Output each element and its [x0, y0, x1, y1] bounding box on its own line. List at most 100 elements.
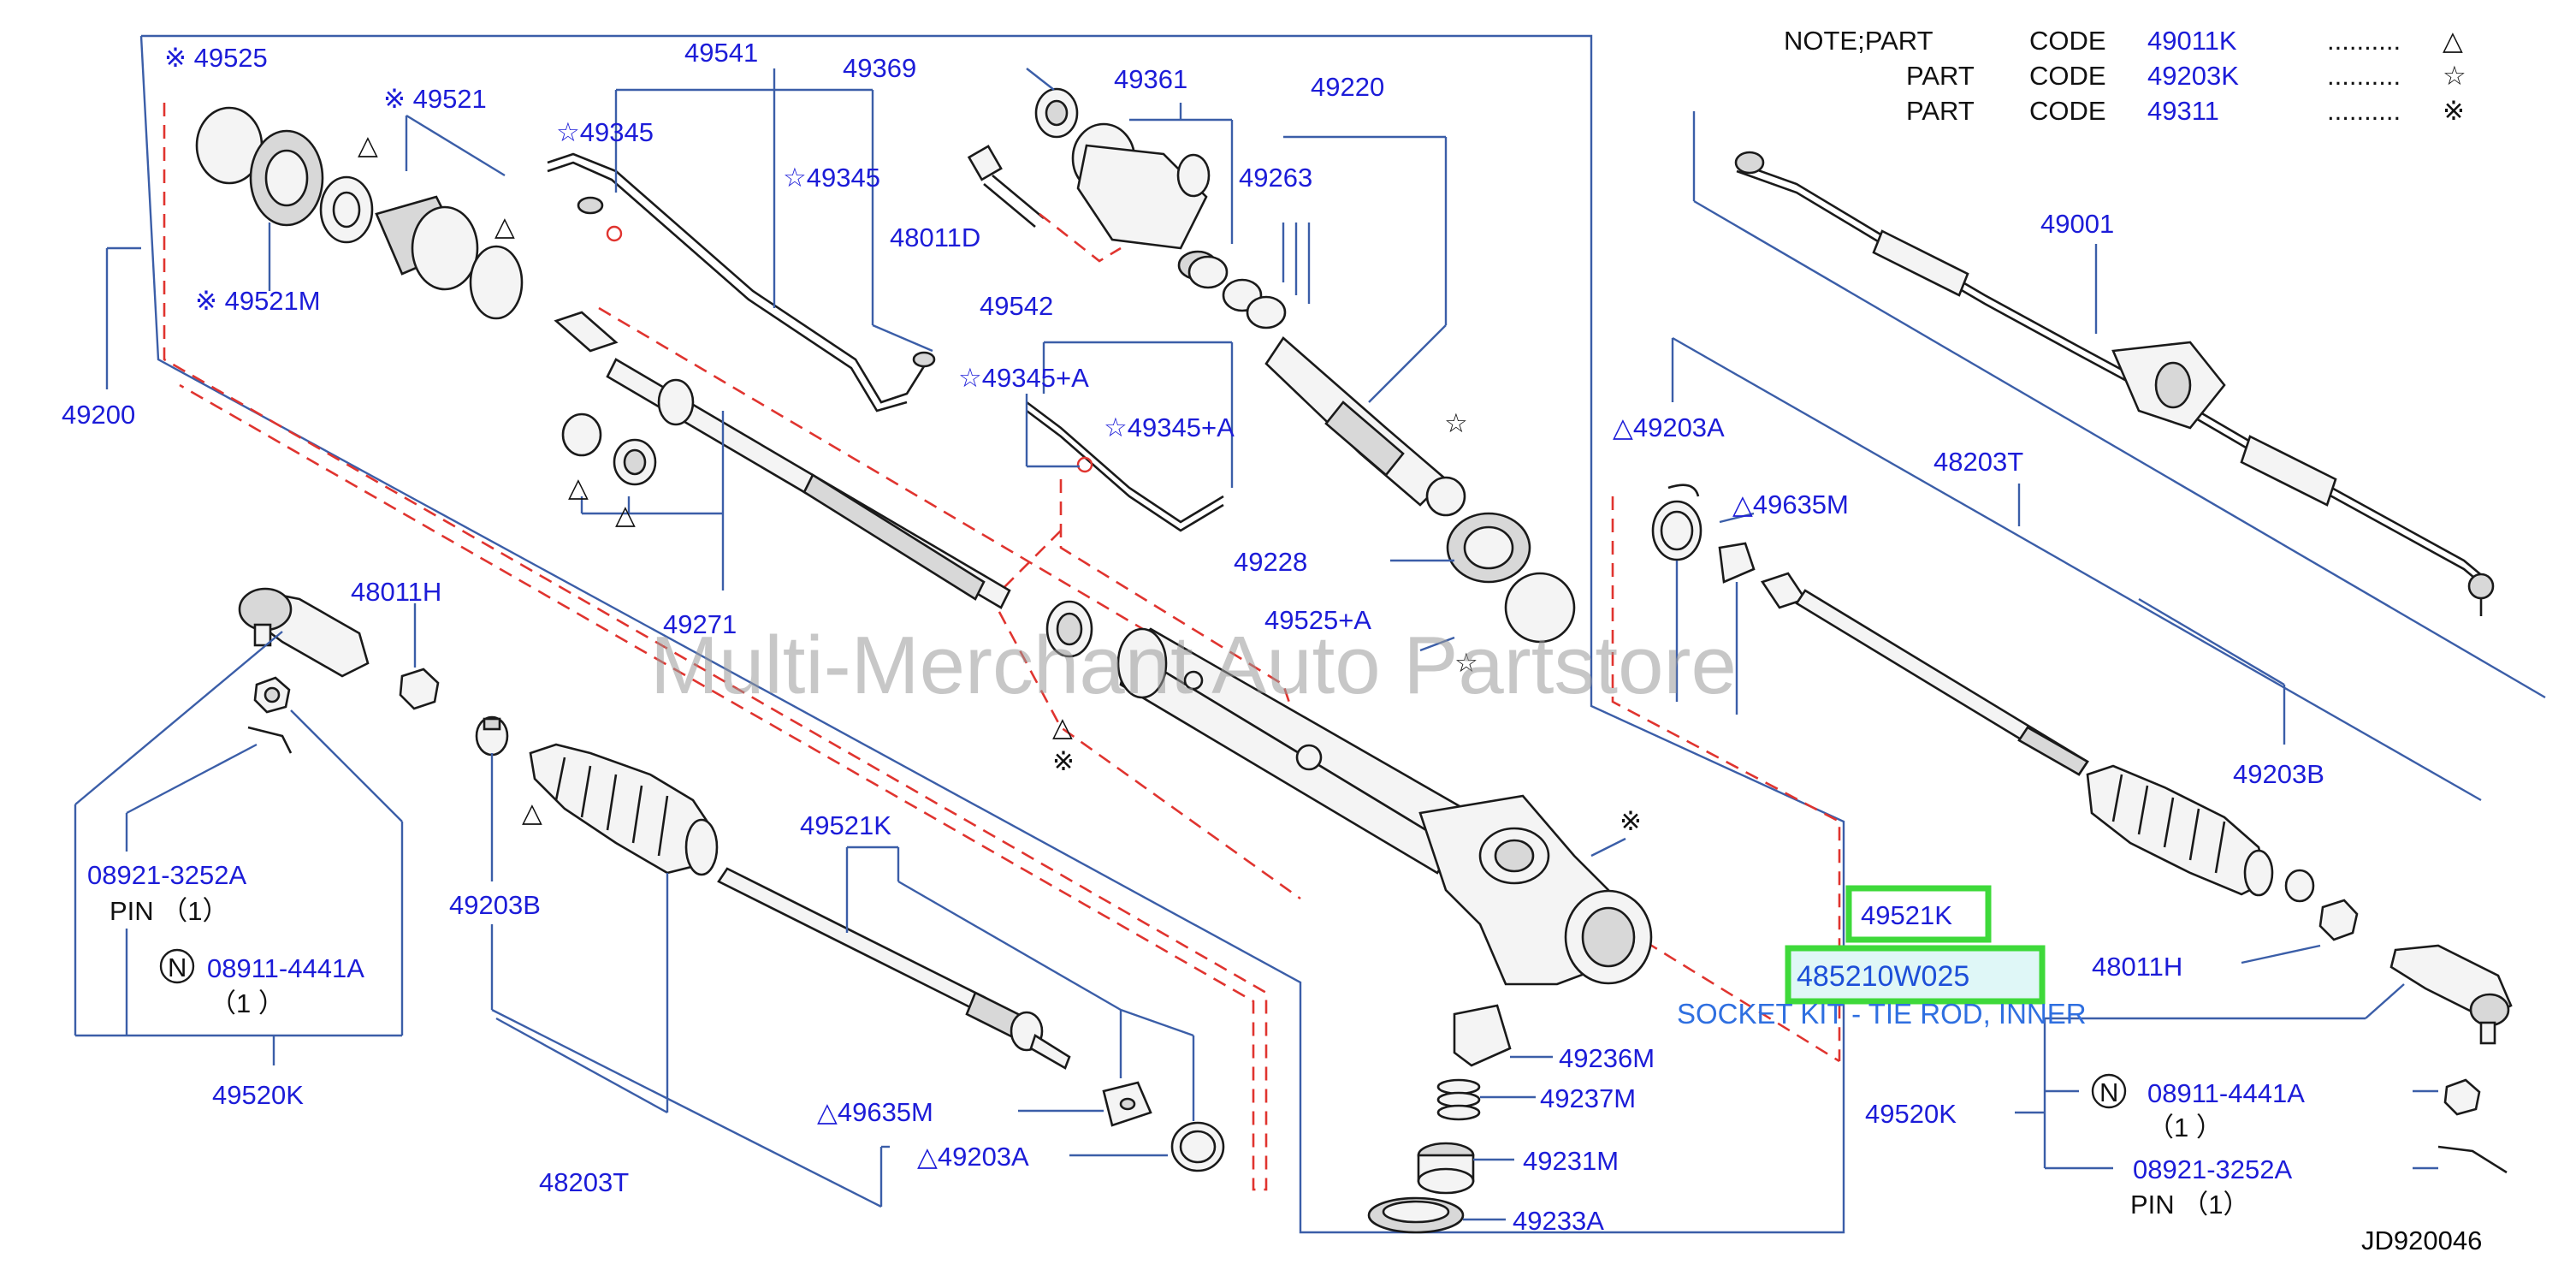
note-1-code: 49203K — [2147, 61, 2239, 91]
frame-48203t-r — [1672, 336, 2482, 802]
label-49521k-left: 49521K — [800, 810, 891, 840]
part-49220-pinion — [1264, 336, 1448, 507]
part-49521k-inner-tierod-left — [717, 867, 1071, 1070]
part-49521k-inner-tierod-right — [1760, 572, 2089, 776]
triangle-49521: △ — [358, 130, 378, 160]
label-49369: 49369 — [843, 53, 916, 83]
leader-kome-housing — [1590, 837, 1626, 858]
label-qty-left: （1 ） — [210, 988, 285, 1018]
note-2-symbol: ※ — [2443, 96, 2465, 126]
leader-48011h-r — [2241, 944, 2321, 964]
label-49520k-right: 49520K — [1865, 1099, 1957, 1129]
label-49345a-1: ☆49345+A — [958, 363, 1089, 393]
label-48011h-left: 48011H — [351, 577, 441, 607]
part-49521-bushing — [319, 175, 524, 320]
note-block: NOTE;PART CODE 49011K .......... △ PART … — [1784, 26, 2466, 126]
star-49525a: ☆ — [1454, 648, 1478, 678]
label-49345-a: ☆49345 — [556, 117, 654, 147]
leader-49525a — [1419, 636, 1455, 652]
pipe-49542 — [1026, 401, 1224, 524]
n-letter-right: N — [2099, 1077, 2118, 1107]
triangle-housing: △ — [1052, 712, 1073, 742]
label-08921-left: 08921-3252A — [87, 860, 246, 890]
part-pin-right — [2437, 1145, 2508, 1174]
part-pin-left — [247, 726, 293, 754]
part-49203b-clamp-left — [475, 715, 509, 757]
label-pin-left: PIN （1） — [110, 896, 229, 926]
label-49236m: 49236M — [1559, 1043, 1655, 1073]
diagram-id: JD920046 — [2361, 1225, 2482, 1255]
leader-48203t-frame — [491, 1008, 882, 1208]
leader-49369 — [872, 323, 933, 353]
oring-marker-49542 — [1076, 456, 1093, 473]
label-49237m: 49237M — [1540, 1083, 1636, 1113]
label-49521: ※ 49521 — [383, 84, 487, 114]
label-pin-right: PIN （1） — [2130, 1190, 2250, 1220]
dashed-outline-pinion — [991, 530, 1301, 900]
part-48203t-boot-right — [2086, 764, 2274, 897]
part-49361-cap — [1034, 87, 1218, 281]
label-08911-right: 08911-4441A — [2147, 1078, 2305, 1108]
part-nut-right — [2443, 1078, 2481, 1116]
part-48203t-boot-left — [529, 743, 719, 876]
pipe-49542-edge — [1026, 409, 1224, 532]
label-49525a: 49525+A — [1264, 605, 1371, 635]
triangle-49521-b: △ — [494, 211, 515, 241]
part-48011h-sleeve-left — [399, 668, 440, 710]
part-49233a-nut — [1367, 1196, 1465, 1234]
note-2-word: CODE — [2029, 96, 2106, 126]
label-49231m: 49231M — [1523, 1146, 1619, 1176]
part-49228-bearing — [1425, 476, 1576, 644]
label-49521m: ※ 49521M — [195, 286, 321, 316]
part-49001-assembly — [1734, 151, 2495, 616]
note-1-dots: .......... — [2327, 61, 2401, 91]
leader-08921-l — [126, 743, 258, 815]
highlight-box-part-number — [1785, 945, 2046, 1005]
leader-49203a-l — [1120, 1008, 1194, 1037]
watermark: Multi-Merchant Auto Partstore — [650, 620, 1737, 711]
part-48011d-bolt — [967, 145, 1045, 228]
note-1-word: CODE — [2029, 61, 2106, 91]
leader-49635m-r — [1719, 512, 1755, 524]
leader-tierod-r-a — [2365, 983, 2405, 1019]
label-48011h-right: 48011H — [2092, 952, 2182, 982]
label-49203b-right: 49203B — [2233, 759, 2324, 789]
leader-tierod-l-a — [74, 631, 283, 805]
label-49203b-left: 49203B — [449, 890, 541, 920]
part-49237m-spring — [1436, 1078, 1481, 1121]
highlight-part-number[interactable]: 485210W025 — [1797, 960, 1969, 993]
label-49233a: 49233A — [1513, 1206, 1604, 1236]
label-49220: 49220 — [1311, 72, 1384, 102]
leader-49361-a — [1026, 68, 1055, 91]
part-48011h-tierod-end-left — [238, 587, 370, 678]
kome-housing-b: ※ — [1052, 746, 1075, 776]
label-49542: 49542 — [980, 291, 1053, 321]
label-49203a-right: △49203A — [1613, 412, 1725, 442]
leader-tierod-l-c — [290, 709, 403, 822]
n-letter-left: N — [168, 952, 187, 982]
label-48203t-right: 48203T — [1933, 447, 2023, 477]
part-49203a-band-right — [1651, 484, 1703, 561]
part-49271-rack — [554, 311, 1011, 609]
part-48011h-sleeve-right — [2318, 899, 2359, 941]
pipe-49541-edge — [547, 161, 908, 412]
highlight-part-label: 49521K — [1861, 900, 1952, 930]
kome-housing: ※ — [1620, 806, 1642, 836]
note-0-code: 49011K — [2147, 26, 2237, 56]
triangle-49635m-l: △ — [522, 798, 542, 828]
label-08911-left: 08911-4441A — [207, 953, 364, 983]
label-49345a-2: ☆49345+A — [1104, 412, 1235, 442]
label-49520k-left: 49520K — [212, 1080, 304, 1110]
label-48203t-left: 48203T — [539, 1167, 629, 1197]
note-2-dots: .......... — [2327, 96, 2401, 126]
note-0-symbol: △ — [2443, 26, 2463, 56]
label-49361: 49361 — [1114, 64, 1187, 94]
dashed-outline-right — [1611, 496, 1841, 1061]
note-2-code: 49311 — [2147, 96, 2219, 126]
note-1-prefix: PART — [1906, 61, 1975, 91]
note-0-word: CODE — [2029, 26, 2106, 56]
note-2-prefix: PART — [1906, 96, 1975, 126]
leader-49220-b — [1368, 324, 1447, 403]
label-49525: ※ 49525 — [164, 43, 268, 73]
